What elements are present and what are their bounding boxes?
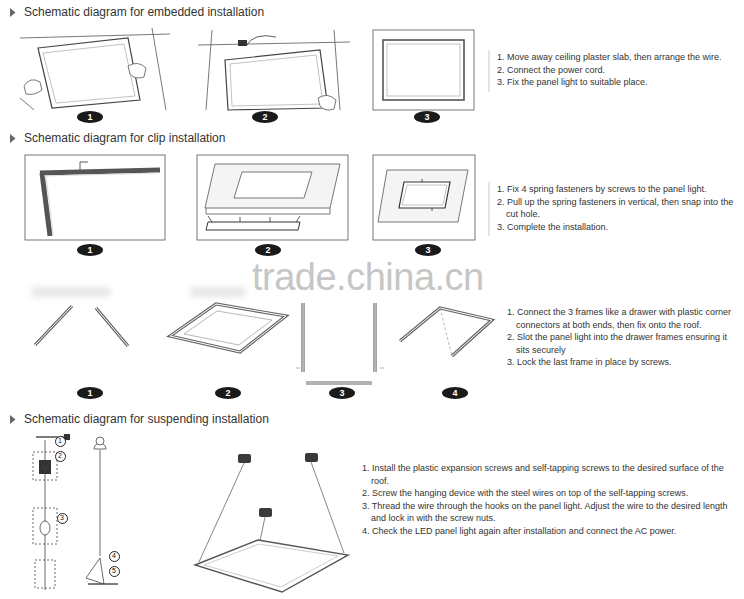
callout-number: 5 [112, 567, 116, 575]
callout-number: 3 [339, 388, 344, 398]
callout-number: 1 [87, 388, 92, 398]
step-number-badge: 1 [77, 244, 103, 256]
instruction-step: 1. Connect the 3 frames like a drawer wi… [507, 306, 741, 331]
callout-number: 1 [87, 245, 92, 255]
instruction-step: 3. Complete the installation. [497, 221, 741, 234]
instruction-step: 1. Install the plastic expansion screws … [362, 462, 734, 487]
callout-number: 1 [87, 112, 92, 122]
instruction-step: 3. Fix the panel light to suitable place… [497, 76, 741, 89]
instruction-step: 1. Move away ceiling plaster slab, then … [497, 51, 741, 64]
callout-number: 3 [60, 514, 64, 522]
watermark: trade.china.cn [252, 258, 484, 296]
callout-number: 4 [112, 552, 116, 560]
instruction-step: 2. Pull up the spring fasteners in verti… [497, 196, 741, 221]
separator-line [489, 50, 490, 236]
instruction-step: 3. Lock the last frame in place by screw… [507, 356, 741, 369]
step-list: 1. Install the plastic expansion screws … [362, 462, 734, 537]
step-number-badge: 3 [329, 387, 355, 399]
callout-number: 2 [225, 388, 230, 398]
callout-circle: 5 [109, 566, 120, 577]
instruction-step: 2. Screw the hanging device with the ste… [362, 487, 734, 500]
callout-number: 4 [452, 388, 457, 398]
step-number-badge: 4 [442, 387, 468, 399]
instruction-step: 3. Thread the wire through the hooks on … [362, 500, 734, 525]
callout-circle: 3 [57, 513, 68, 524]
callout-number: 2 [265, 245, 270, 255]
callout-number: 2 [58, 452, 62, 460]
instruction-step: 2. Connect the power cord. [497, 64, 741, 77]
step-list: 1. Move away ceiling plaster slab, then … [497, 51, 741, 89]
step-number-badge: 1 [77, 387, 103, 399]
section-heading: Schematic diagram for suspending install… [24, 412, 269, 426]
instruction-step: 1. Fix 4 spring fasteners by screws to t… [497, 183, 741, 196]
callout-number: 1 [58, 437, 62, 445]
callout-circle: 1 [55, 436, 66, 447]
suspending-figures [33, 434, 348, 592]
step-number-badge: 2 [215, 387, 241, 399]
section-heading: Schematic diagram for embedded installat… [24, 5, 264, 19]
drawer-figures [32, 287, 492, 383]
step-number-badge: 3 [414, 111, 440, 123]
instruction-step: 4. Check the LED panel light again after… [362, 525, 734, 538]
callout-number: 3 [425, 245, 430, 255]
instruction-step: 2. Slot the panel light into the drawer … [507, 331, 741, 356]
step-list: 1. Connect the 3 frames like a drawer wi… [507, 306, 741, 369]
clip-figures [25, 155, 475, 240]
callout-circle: 2 [55, 451, 66, 462]
step-number-badge: 3 [415, 244, 441, 256]
callout-circle: 4 [109, 551, 120, 562]
heading-chevron [10, 8, 16, 424]
step-list: 1. Fix 4 spring fasteners by screws to t… [497, 183, 741, 233]
step-number-badge: 2 [255, 244, 281, 256]
callout-number: 2 [262, 112, 267, 122]
step-number-badge: 1 [77, 111, 103, 123]
callout-number: 3 [424, 112, 429, 122]
section-heading: Schematic diagram for clip installation [24, 131, 225, 145]
step-number-badge: 2 [252, 111, 278, 123]
embedded-figures [20, 28, 474, 110]
